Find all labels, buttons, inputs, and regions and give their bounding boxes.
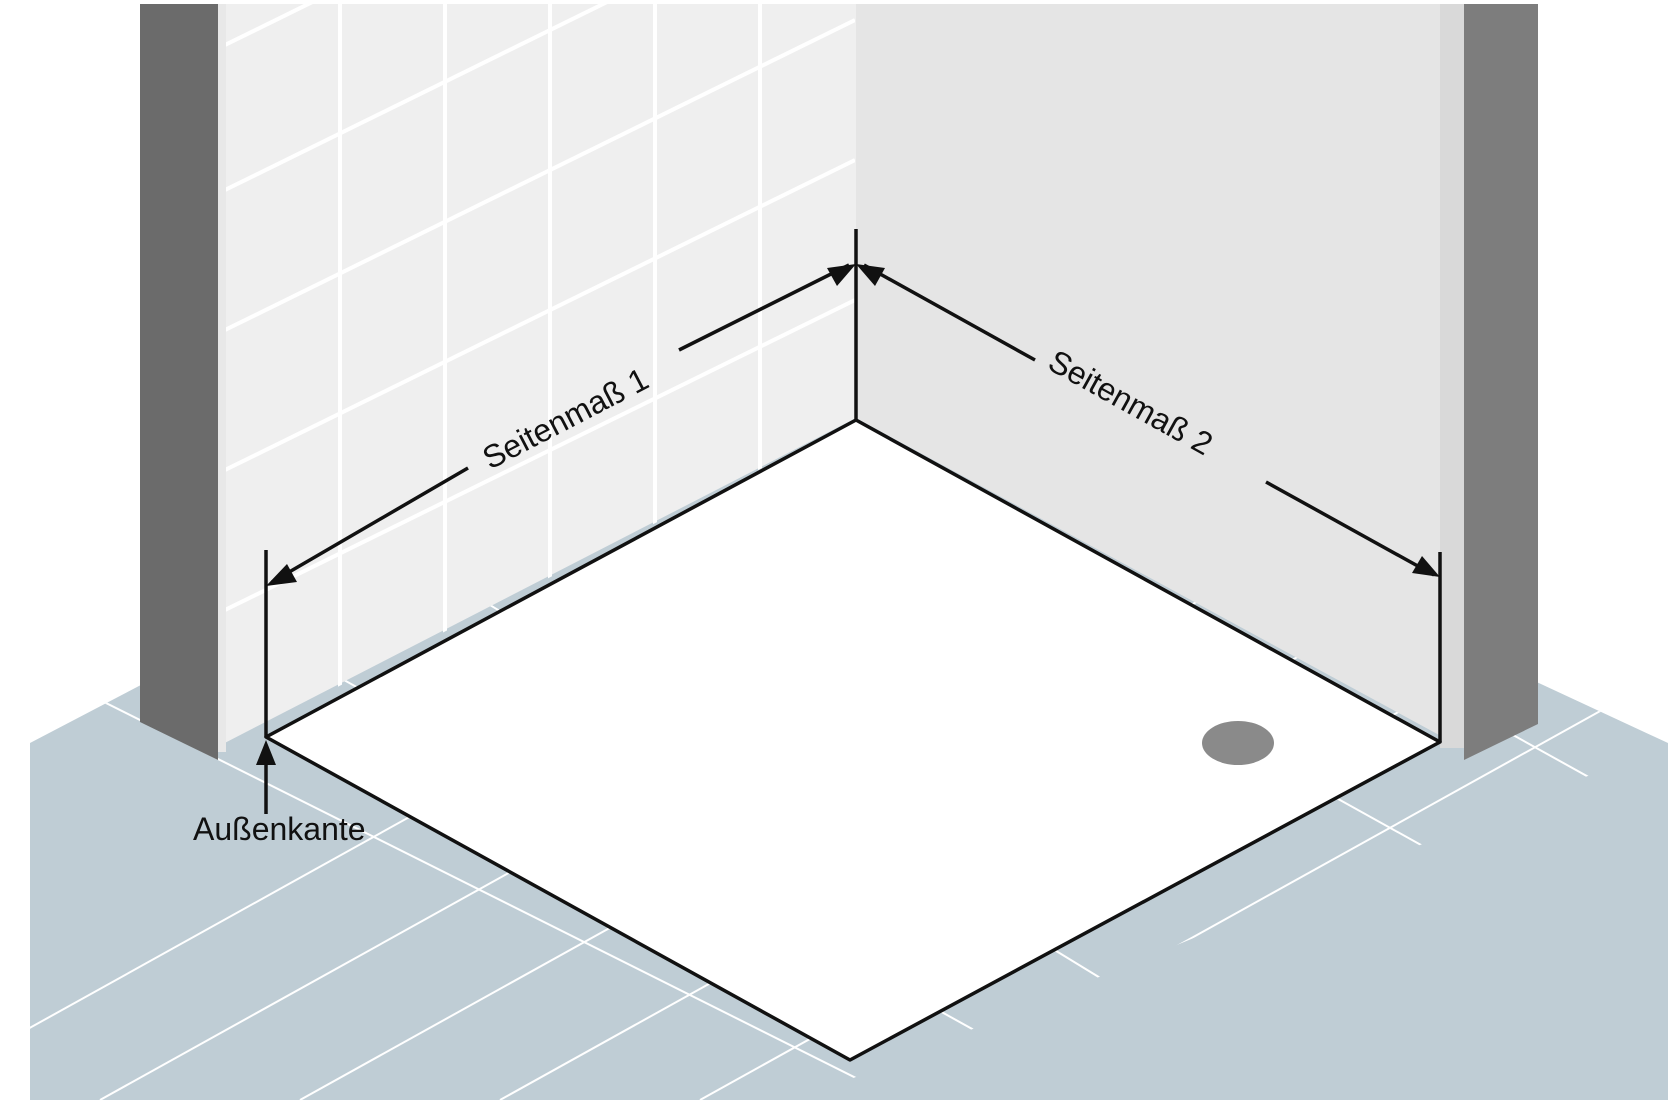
wall-edge-right-bottom bbox=[1464, 724, 1538, 760]
side2-dimension-line-upper bbox=[863, 263, 1036, 362]
arrowhead-icon bbox=[1412, 556, 1440, 577]
dimension-lines bbox=[264, 229, 1442, 814]
plain-wall bbox=[856, 4, 1538, 760]
outer-edge-label: Außenkante bbox=[193, 811, 366, 847]
side1-dimension-line-lower bbox=[271, 466, 469, 584]
plain-wall-surface bbox=[856, 4, 1463, 748]
drain-icon bbox=[1202, 721, 1274, 765]
wall-edge-left bbox=[140, 4, 218, 684]
side1-dimension-line-upper bbox=[678, 263, 850, 352]
wall-edge-left-highlight bbox=[218, 4, 226, 752]
wall-edge-right bbox=[1464, 4, 1538, 724]
arrowhead-icon bbox=[856, 264, 885, 286]
arrowhead-icon bbox=[256, 740, 276, 765]
side2-dimension-line-lower bbox=[1265, 480, 1435, 577]
wall-edge-right-highlight bbox=[1440, 4, 1464, 748]
tiled-wall-surface bbox=[215, 4, 856, 748]
wall-edge-left-bottom bbox=[140, 684, 218, 760]
arrowhead-icon bbox=[266, 564, 297, 586]
arrowheads bbox=[256, 264, 1440, 765]
arrowhead-icon bbox=[827, 264, 856, 286]
